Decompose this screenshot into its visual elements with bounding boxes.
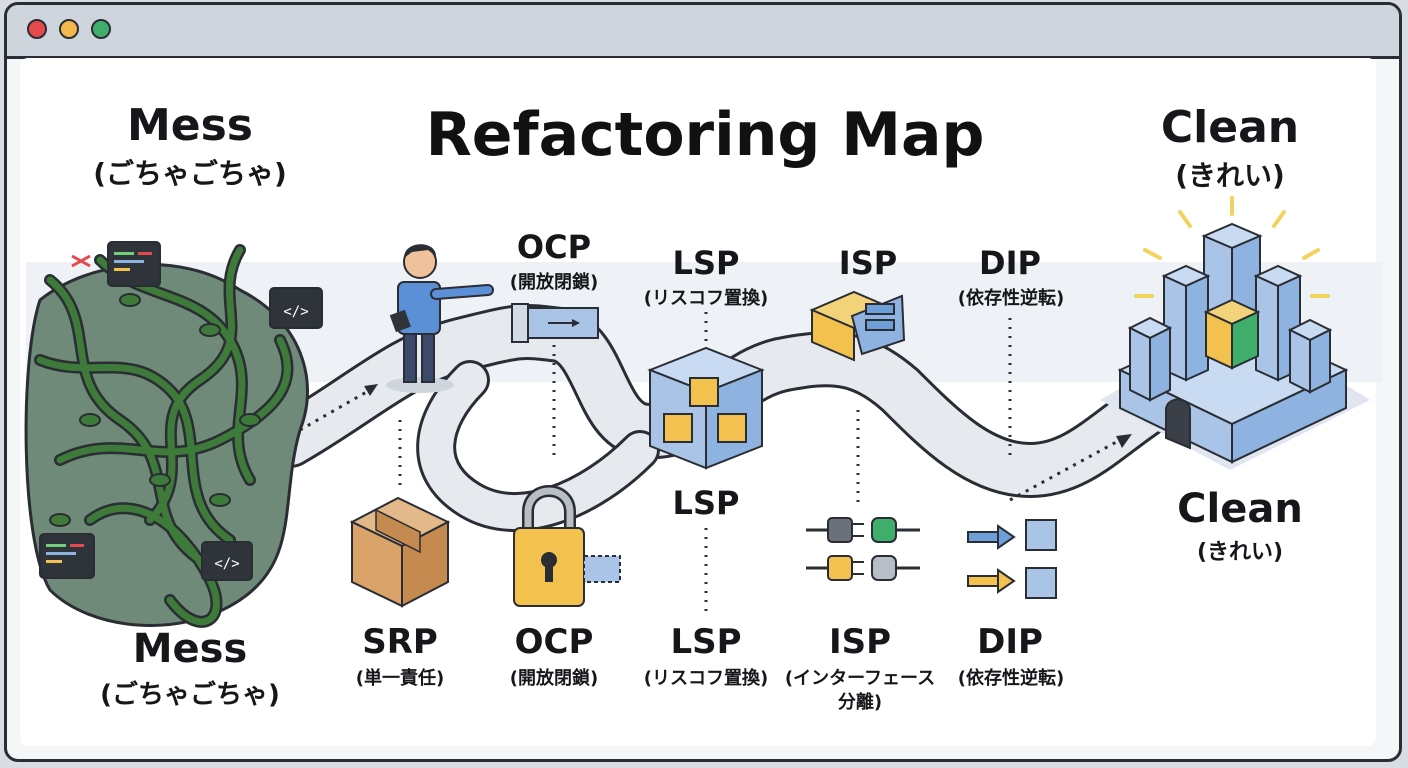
ocp-bottom-sub: (開放閉鎖) [509,668,599,689]
connector-lines [398,312,1012,612]
close-button[interactable] [27,19,47,39]
extension-plug-icon [511,303,599,343]
isp-bottom-label: ISP [828,622,892,662]
title-bar [7,5,1399,59]
code-window-icon: </> [269,287,323,329]
arrow-head-icon [1116,434,1132,448]
lsp-top-sub: (リスコフ置換) [643,288,769,309]
lsp-bottom-sub: (リスコフ置換) [643,668,769,689]
error-mark-icon [71,254,91,268]
lsp-top-label: LSP [672,244,740,282]
padlock-icon [513,485,621,607]
isp-bottom-sub: (インターフェース [784,668,936,689]
ocp-top-sub: (開放閉鎖) [509,272,599,293]
svg-text:</>: </> [214,556,239,572]
developer-figure [386,244,494,393]
maximize-button[interactable] [91,19,111,39]
interface-blocks-icon [809,290,906,362]
minimize-button[interactable] [59,19,79,39]
dip-bottom-label: DIP [977,622,1043,662]
lsp-cube-icon [647,346,765,470]
lsp-bottom-label: LSP [670,622,742,662]
vine-leaves [49,293,261,527]
mess-top-sub: (ごちゃごちゃ) [93,157,287,190]
progress-arrow-end [1009,438,1121,502]
arrow-head-icon [364,384,378,396]
ocp-top-label: OCP [516,228,592,266]
mess-top-label: Mess [126,100,253,151]
code-window-icon [39,533,95,579]
clean-castle-icon [1100,196,1370,470]
clean-top-sub: (きれい) [1175,159,1285,192]
road-loop [419,363,657,529]
isp-top-label: ISP [838,244,898,282]
svg-text:</>: </> [283,304,308,320]
dip-top-sub: (依存性逆転) [957,288,1065,309]
code-window-icon: </> [201,541,253,581]
mess-bottom-sub: (ごちゃごちゃ) [100,680,280,710]
srp-bottom-sub: (単一責任) [355,668,445,689]
clean-mid-sub: (きれい) [1196,540,1284,565]
dip-bottom-sub: (依存性逆転) [957,668,1065,689]
lsp-middle-label: LSP [672,484,740,522]
diagram-title: Refactoring Map [425,100,985,170]
dip-top-label: DIP [979,244,1041,282]
clean-top-label: Clean [1160,102,1300,153]
clean-mid-label: Clean [1177,486,1303,532]
dependency-arrows-icon [967,519,1057,599]
single-box-icon [349,496,451,608]
isp-bottom-sub2: 分離) [837,692,883,713]
plug-connectors-icon [806,517,920,581]
mess-bottom-label: Mess [132,626,248,672]
srp-bottom-label: SRP [362,622,438,662]
ocp-bottom-label: OCP [514,622,594,662]
code-window-icon [107,241,161,287]
